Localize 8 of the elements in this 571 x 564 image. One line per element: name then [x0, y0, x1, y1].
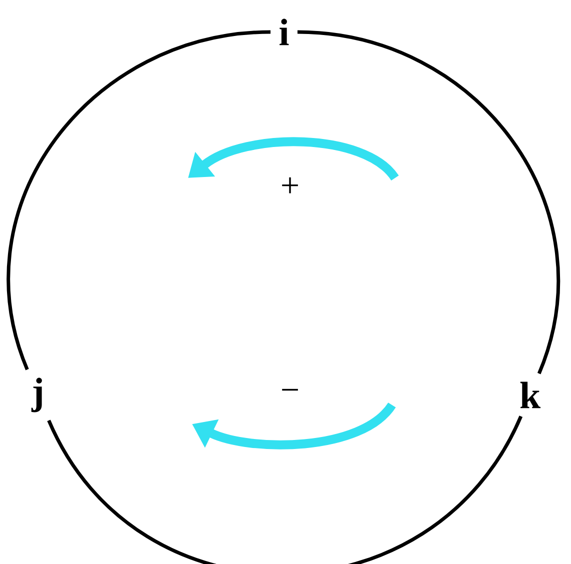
- vertex-label: j: [31, 378, 42, 412]
- circle-arc: [297, 30, 560, 374]
- circle-arc: [47, 416, 522, 564]
- sign-label: +: [282, 177, 298, 194]
- circle-arc: [6, 30, 271, 370]
- sign-label: −: [282, 388, 298, 391]
- vertex-label: k: [520, 382, 540, 408]
- vertex-label: i: [280, 18, 289, 46]
